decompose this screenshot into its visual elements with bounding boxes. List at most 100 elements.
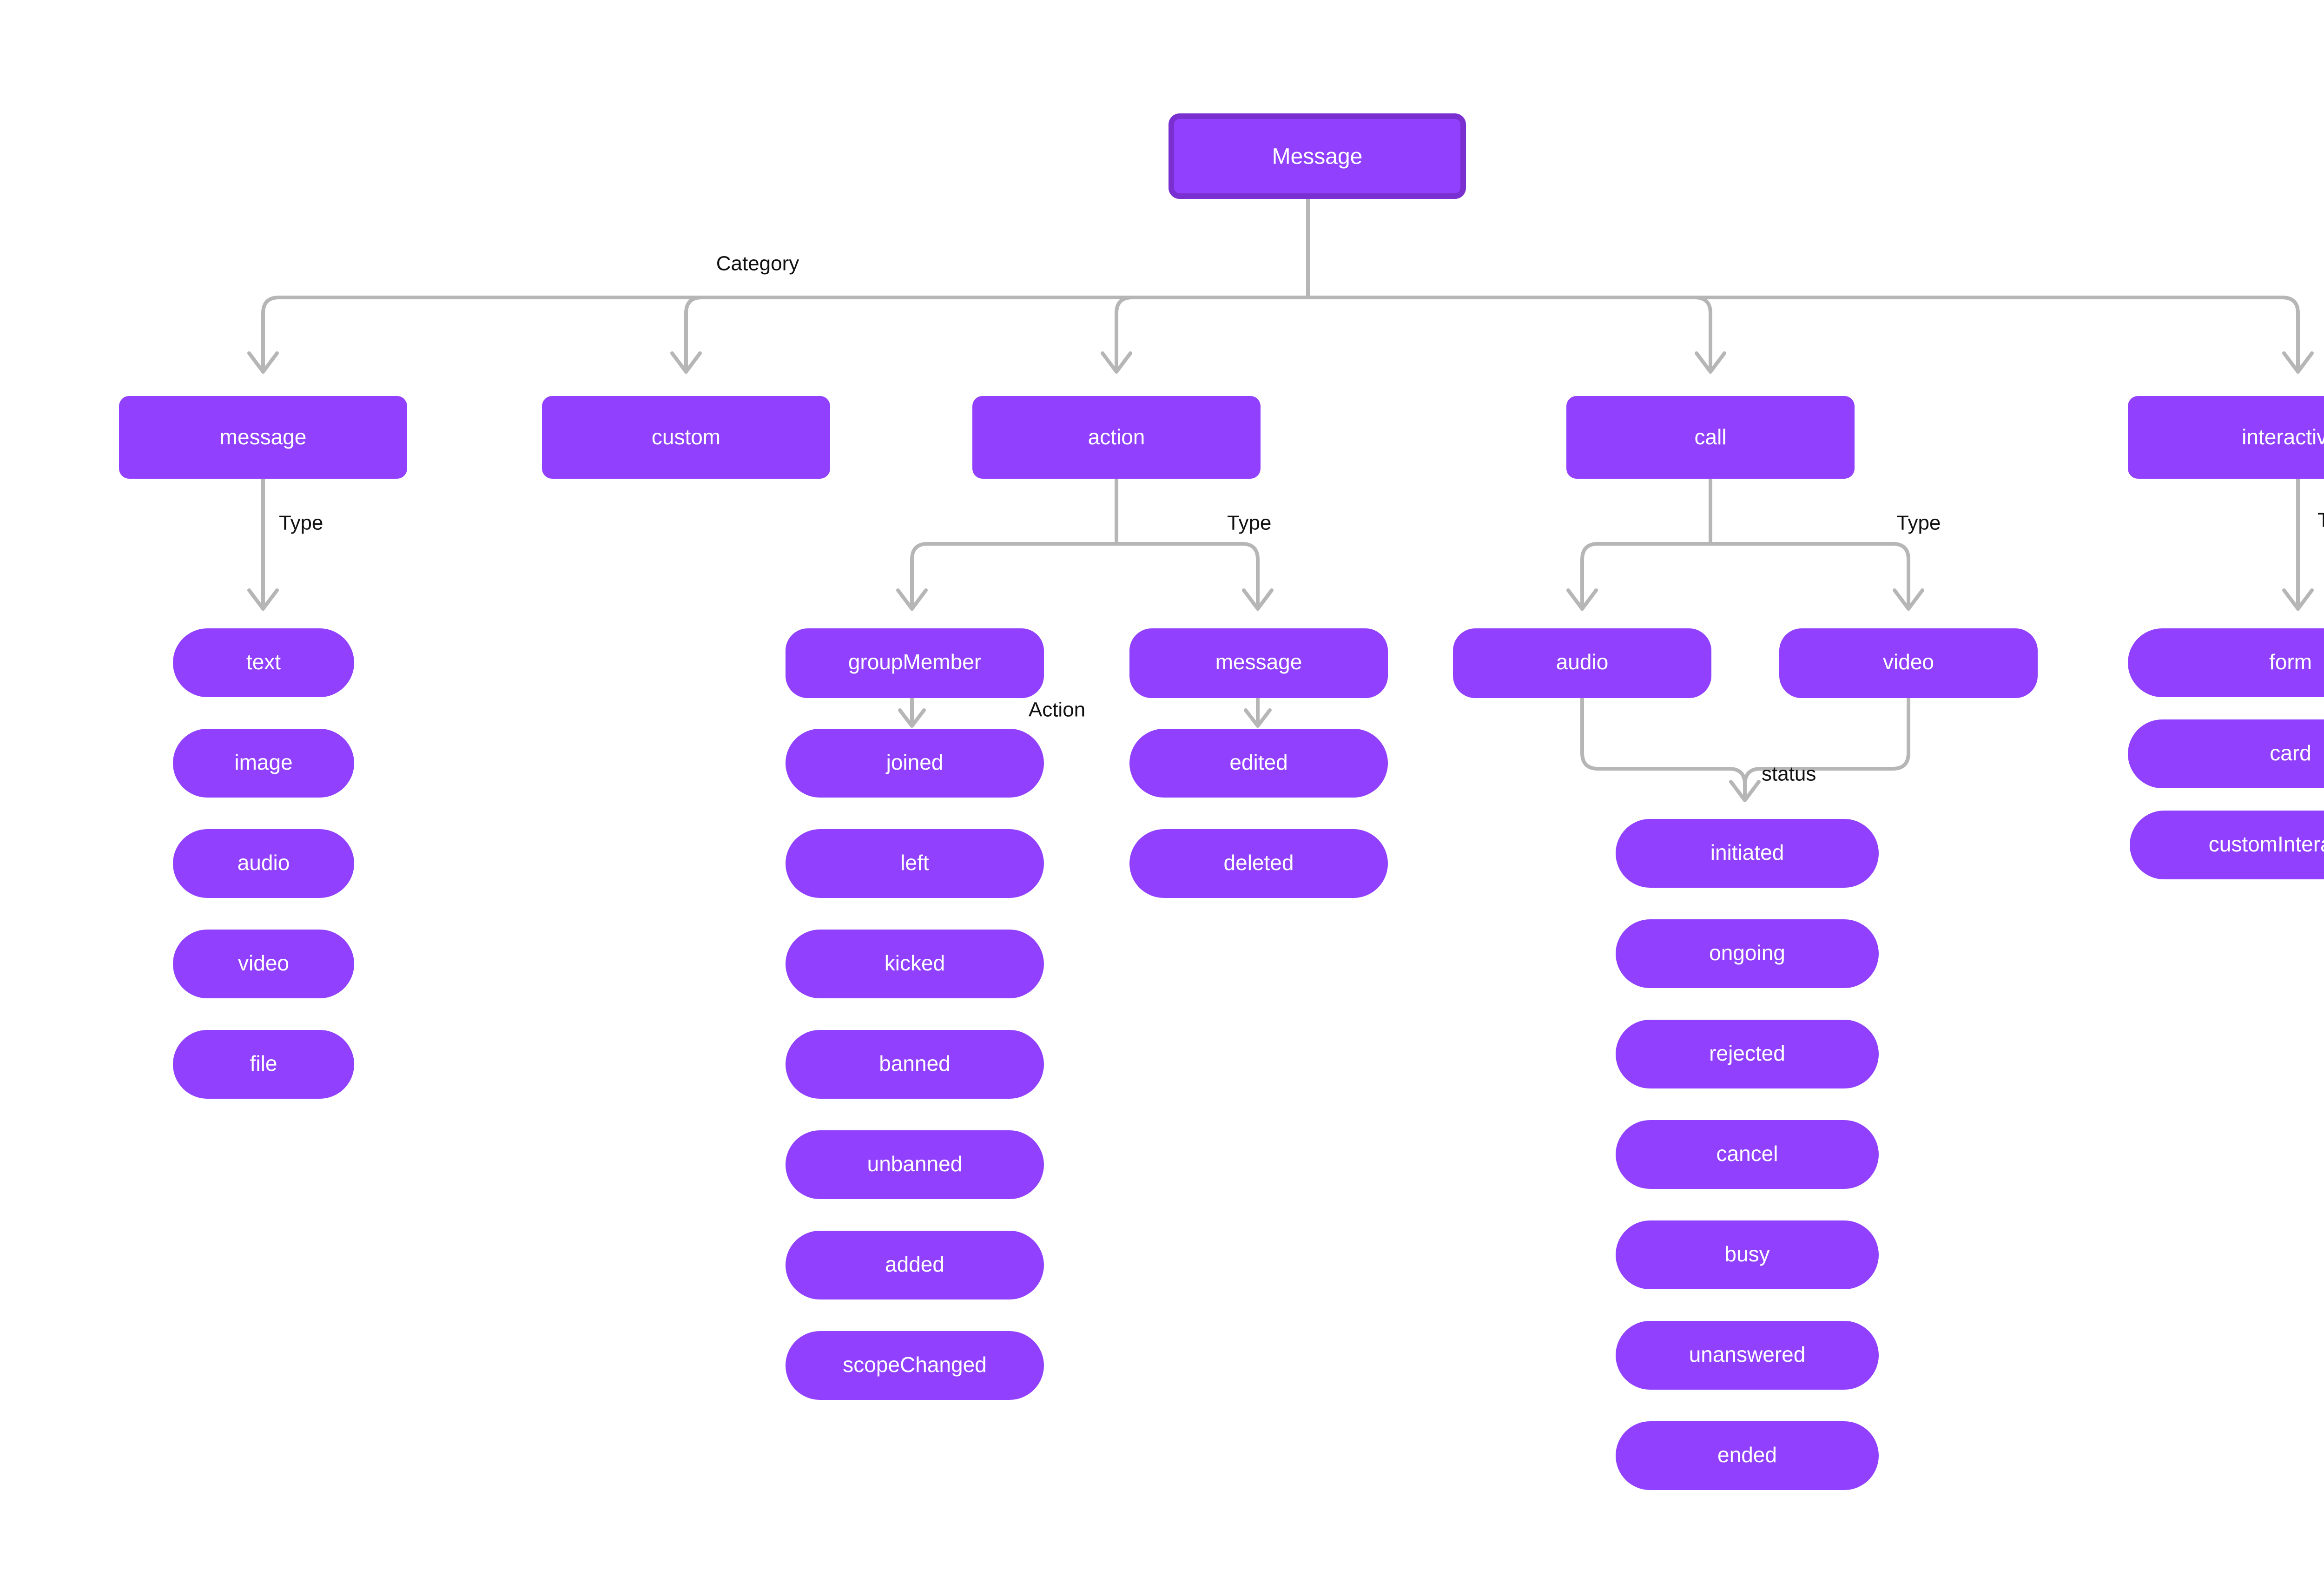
node-call-status-initiated[interactable]: initiated	[1616, 819, 1879, 888]
node-category-message-shape[interactable]	[119, 396, 407, 479]
arrowhead-call	[1695, 351, 1726, 374]
arrowhead-interactive	[2282, 351, 2314, 374]
node-message-type-video-shape[interactable]	[173, 930, 354, 998]
edge-action-to-groupmember	[910, 542, 1118, 611]
node-call-status-initiated-shape[interactable]	[1616, 819, 1879, 888]
node-message-action-deleted-shape[interactable]	[1129, 829, 1388, 898]
arrowhead-custom	[670, 351, 702, 374]
node-category-interactive[interactable]: interactive	[2128, 396, 2324, 479]
node-message-type-text[interactable]: text	[173, 628, 354, 697]
node-category-action-shape[interactable]	[972, 396, 1261, 479]
node-group-action-scopechanged-shape[interactable]	[786, 1331, 1044, 1400]
edge-category-bus-action	[1115, 296, 1310, 374]
edge-call-to-video	[1709, 542, 1910, 611]
node-group-action-left-shape[interactable]	[786, 829, 1044, 898]
arrowhead-initiated	[1729, 780, 1761, 802]
node-message-type-file-shape[interactable]	[173, 1030, 354, 1099]
node-category-custom[interactable]: custom	[542, 396, 830, 479]
node-interactive-type-custominteractive[interactable]: customInteractive	[2130, 811, 2324, 879]
edge-action-to-msgaction	[1115, 542, 1260, 611]
node-call-status-cancel[interactable]: cancel	[1616, 1120, 1879, 1189]
node-group-action-kicked[interactable]: kicked	[786, 930, 1044, 998]
edge-label-type-call: Type	[1896, 512, 1941, 534]
node-message-action-edited-shape[interactable]	[1129, 729, 1388, 798]
node-action-type-groupmember[interactable]: groupMember	[786, 628, 1044, 698]
edge-label-category: Category	[716, 252, 799, 275]
node-call-type-video[interactable]: video	[1779, 628, 2038, 698]
node-group-action-added[interactable]: added	[786, 1231, 1044, 1299]
node-call-status-unanswered[interactable]: unanswered	[1616, 1321, 1879, 1390]
arrowhead-call-audio	[1566, 588, 1598, 611]
node-action-type-message[interactable]: message	[1129, 628, 1388, 698]
node-call-type-audio-shape[interactable]	[1453, 628, 1711, 698]
edge-label-type-interactive: Type	[2317, 509, 2324, 532]
node-group-action-left[interactable]: left	[786, 829, 1044, 898]
node-interactive-type-form[interactable]: form	[2128, 628, 2324, 697]
edge-label-action: Action	[1029, 699, 1085, 721]
node-message-type-image-shape[interactable]	[173, 729, 354, 798]
node-message-type-audio-shape[interactable]	[173, 829, 354, 898]
node-message-action-deleted[interactable]: deleted	[1129, 829, 1388, 898]
node-interactive-type-form-shape[interactable]	[2128, 628, 2324, 697]
edges-layer	[247, 193, 2314, 802]
node-call-status-cancel-shape[interactable]	[1616, 1120, 1879, 1189]
node-call-status-busy-shape[interactable]	[1616, 1220, 1879, 1289]
node-call-status-busy[interactable]: busy	[1616, 1220, 1879, 1289]
edge-label-type-action: Type	[1227, 512, 1271, 534]
node-category-custom-shape[interactable]	[542, 396, 830, 479]
node-group-action-joined[interactable]: joined	[786, 729, 1044, 798]
node-category-call[interactable]: call	[1566, 396, 1855, 479]
node-category-action[interactable]: action	[972, 396, 1261, 479]
node-call-status-rejected[interactable]: rejected	[1616, 1020, 1879, 1088]
node-call-status-rejected-shape[interactable]	[1616, 1020, 1879, 1088]
node-group-action-unbanned-shape[interactable]	[786, 1130, 1044, 1199]
node-message-action-edited[interactable]: edited	[1129, 729, 1388, 798]
node-message-type-audio[interactable]: audio	[173, 829, 354, 898]
node-message-type-video[interactable]: video	[173, 930, 354, 998]
edge-call-to-audio	[1580, 542, 1712, 611]
node-group-action-unbanned[interactable]: unbanned	[786, 1130, 1044, 1199]
node-root-message[interactable]: Message	[1169, 113, 1466, 199]
node-category-interactive-shape[interactable]	[2128, 396, 2324, 479]
node-call-status-ended-shape[interactable]	[1616, 1421, 1879, 1490]
edge-category-bus-call	[1306, 296, 1712, 374]
node-call-status-ended[interactable]: ended	[1616, 1421, 1879, 1490]
edge-labels-layer: Category Type Type Type Type Action stat…	[279, 252, 2324, 785]
edge-category-bus-message	[261, 296, 1310, 374]
node-action-type-groupmember-shape[interactable]	[786, 628, 1044, 698]
node-call-type-audio[interactable]: audio	[1453, 628, 1711, 698]
edge-video-to-status	[1743, 695, 1910, 801]
node-message-type-text-shape[interactable]	[173, 628, 354, 697]
node-interactive-type-card-shape[interactable]	[2128, 719, 2324, 788]
arrowhead-call-video	[1893, 588, 1924, 611]
node-group-action-scopechanged[interactable]: scopeChanged	[786, 1331, 1044, 1400]
arrowhead-text	[247, 588, 279, 611]
node-group-action-added-shape[interactable]	[786, 1231, 1044, 1299]
node-group-action-kicked-shape[interactable]	[786, 930, 1044, 998]
node-call-status-ongoing-shape[interactable]	[1616, 919, 1879, 988]
node-group-action-banned-shape[interactable]	[786, 1030, 1044, 1099]
node-action-type-message-shape[interactable]	[1129, 628, 1388, 698]
edge-label-type-message: Type	[279, 512, 323, 534]
edge-audio-to-status	[1580, 695, 1747, 801]
node-category-message[interactable]: message	[119, 396, 407, 479]
node-message-type-image[interactable]: image	[173, 729, 354, 798]
node-category-call-shape[interactable]	[1566, 396, 1855, 479]
node-call-status-unanswered-shape[interactable]	[1616, 1321, 1879, 1390]
node-interactive-type-custominteractive-shape[interactable]	[2130, 811, 2324, 879]
node-call-type-video-shape[interactable]	[1779, 628, 2038, 698]
arrowhead-form	[2282, 588, 2314, 611]
node-message-type-file[interactable]: file	[173, 1030, 354, 1099]
edge-category-bus-custom	[684, 296, 1310, 374]
arrowhead-joined	[898, 708, 926, 728]
edge-category-bus-interactive	[1306, 296, 2300, 374]
node-call-status-ongoing[interactable]: ongoing	[1616, 919, 1879, 988]
node-interactive-type-card[interactable]: card	[2128, 719, 2324, 788]
node-group-action-joined-shape[interactable]	[786, 729, 1044, 798]
arrowhead-groupmember	[896, 588, 928, 611]
arrowhead-action	[1101, 351, 1132, 374]
node-root-message-shape[interactable]	[1169, 113, 1466, 199]
node-group-action-banned[interactable]: banned	[786, 1030, 1044, 1099]
